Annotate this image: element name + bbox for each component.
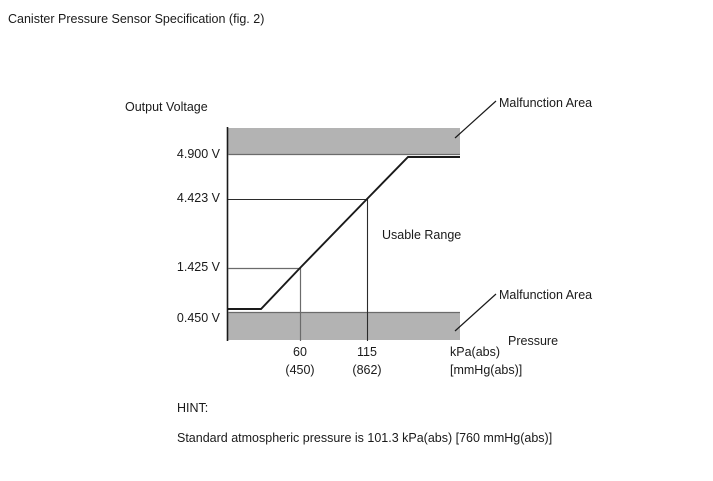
hint-label: HINT:	[177, 401, 209, 415]
x-tick-label-60: 60 (450)	[265, 345, 335, 378]
y-tick-label-4900: 4.900 V	[176, 147, 220, 161]
figure-title: Canister Pressure Sensor Specification (…	[8, 12, 265, 26]
y-tick-label-4423: 4.423 V	[176, 191, 220, 205]
y-tick-label-1425: 1.425 V	[176, 260, 220, 274]
x-tick-115-mmhg: (862)	[352, 363, 382, 377]
x-tick-115-kpa: 115	[357, 345, 377, 359]
hint-text: Standard atmospheric pressure is 101.3 k…	[177, 431, 553, 445]
x-tick-label-115: 115 (862)	[332, 345, 402, 378]
y-axis-title: Output Voltage	[125, 100, 208, 114]
malfunction-area-top-annotation: Malfunction Area	[499, 96, 593, 110]
malfunction-area-bottom-annotation: Malfunction Area	[499, 288, 593, 302]
usable-range-annotation: Usable Range	[382, 228, 462, 242]
x-tick-60-kpa: 60	[293, 345, 307, 359]
x-axis-unit-label: kPa(abs) [mmHg(abs)]	[450, 345, 522, 378]
y-tick-label-0450: 0.450 V	[176, 311, 220, 325]
x-tick-60-mmhg: (450)	[285, 363, 315, 377]
x-axis-unit-kpa: kPa(abs)	[450, 345, 501, 359]
leader-line-malfunction-bottom	[454, 293, 497, 332]
malfunction-band-lower	[228, 313, 460, 340]
x-axis-unit-mmhg: [mmHg(abs)]	[450, 363, 523, 377]
leader-line-malfunction-top	[454, 100, 497, 139]
x-axis-title: Pressure	[508, 334, 559, 348]
malfunction-band-upper	[228, 128, 460, 155]
hint-block: HINT: Standard atmospheric pressure is 1…	[177, 400, 552, 446]
